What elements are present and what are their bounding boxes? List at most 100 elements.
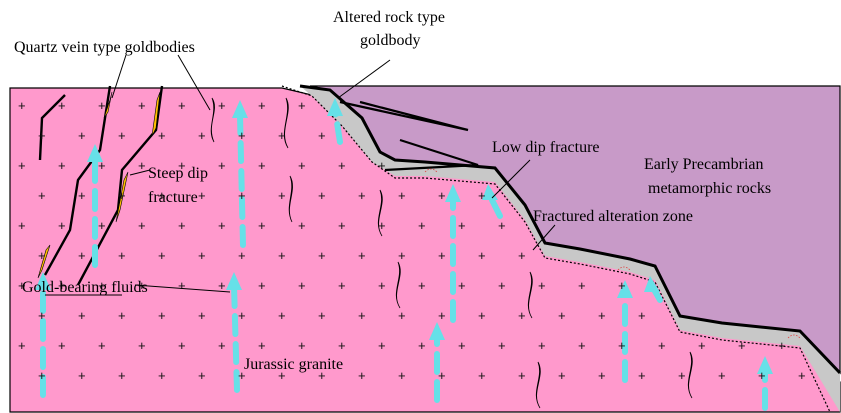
granite-plus-mark: + (278, 188, 286, 203)
granite-plus-mark: + (318, 308, 326, 323)
granite-plus-mark: + (578, 278, 586, 293)
granite-plus-mark: + (518, 248, 526, 263)
label-steep-dip-2: fracture (148, 189, 198, 206)
granite-plus-mark: + (618, 338, 626, 353)
granite-plus-mark: + (198, 128, 206, 143)
granite-plus-mark: + (138, 98, 146, 113)
granite-plus-mark: + (118, 128, 126, 143)
granite-plus-mark: + (58, 98, 66, 113)
granite-plus-mark: + (78, 368, 86, 383)
granite-plus-mark: + (398, 248, 406, 263)
label-altered-rock-2: goldbody (360, 32, 420, 49)
granite-plus-mark: + (418, 278, 426, 293)
label-low-dip: Low dip fracture (492, 139, 600, 156)
label-gold-fluids: Gold-bearing fluids (22, 279, 148, 296)
granite-plus-mark: + (518, 308, 526, 323)
granite-plus-mark: + (258, 218, 266, 233)
granite-plus-mark: + (558, 368, 566, 383)
granite-plus-mark: + (458, 278, 466, 293)
granite-plus-mark: + (178, 338, 186, 353)
granite-plus-mark: + (518, 368, 526, 383)
label-precambrian-2: metamorphic rocks (648, 180, 771, 197)
granite-plus-mark: + (498, 218, 506, 233)
granite-plus-mark: + (338, 338, 346, 353)
granite-plus-mark: + (338, 158, 346, 173)
granite-plus-mark: + (38, 188, 46, 203)
granite-plus-mark: + (678, 368, 686, 383)
granite-plus-mark: + (558, 308, 566, 323)
granite-plus-mark: + (78, 248, 86, 263)
granite-plus-mark: + (258, 98, 266, 113)
granite-plus-mark: + (218, 338, 226, 353)
granite-plus-mark: + (38, 248, 46, 263)
granite-plus-mark: + (738, 338, 746, 353)
label-altered-rock-1: Altered rock type (333, 9, 445, 26)
granite-plus-mark: + (118, 188, 126, 203)
granite-plus-mark: + (78, 188, 86, 203)
granite-plus-mark: + (258, 278, 266, 293)
granite-plus-mark: + (398, 308, 406, 323)
granite-plus-mark: + (478, 248, 486, 263)
granite-plus-mark: + (458, 218, 466, 233)
granite-plus-mark: + (78, 308, 86, 323)
granite-plus-mark: + (98, 218, 106, 233)
granite-plus-mark: + (18, 98, 26, 113)
granite-plus-mark: + (278, 308, 286, 323)
granite-plus-mark: + (398, 368, 406, 383)
granite-plus-mark: + (58, 218, 66, 233)
granite-plus-mark: + (98, 98, 106, 113)
granite-plus-mark: + (378, 278, 386, 293)
granite-plus-mark: + (198, 368, 206, 383)
granite-plus-mark: + (178, 278, 186, 293)
granite-plus-mark: + (278, 128, 286, 143)
granite-plus-mark: + (18, 338, 26, 353)
granite-plus-mark: + (378, 158, 386, 173)
granite-plus-mark: + (778, 338, 786, 353)
granite-plus-mark: + (158, 248, 166, 263)
granite-plus-mark: + (318, 248, 326, 263)
granite-plus-mark: + (598, 368, 606, 383)
granite-plus-mark: + (38, 128, 46, 143)
granite-plus-mark: + (58, 158, 66, 173)
granite-plus-mark: + (358, 368, 366, 383)
granite-plus-mark: + (438, 308, 446, 323)
granite-plus-mark: + (298, 338, 306, 353)
granite-plus-mark: + (238, 128, 246, 143)
granite-plus-mark: + (538, 278, 546, 293)
granite-plus-mark: + (498, 338, 506, 353)
granite-plus-mark: + (118, 368, 126, 383)
granite-plus-mark: + (418, 218, 426, 233)
granite-plus-mark: + (298, 278, 306, 293)
granite-plus-mark: + (198, 188, 206, 203)
granite-plus-mark: + (538, 338, 546, 353)
granite-plus-mark: + (38, 368, 46, 383)
granite-plus-mark: + (198, 308, 206, 323)
granite-plus-mark: + (478, 368, 486, 383)
granite-plus-mark: + (158, 128, 166, 143)
granite-plus-mark: + (238, 188, 246, 203)
granite-plus-mark: + (618, 278, 626, 293)
granite-plus-mark: + (638, 308, 646, 323)
granite-plus-mark: + (118, 308, 126, 323)
granite-plus-mark: + (138, 338, 146, 353)
granite-plus-mark: + (718, 368, 726, 383)
granite-plus-mark: + (798, 368, 806, 383)
granite-plus-mark: + (298, 218, 306, 233)
granite-plus-mark: + (178, 98, 186, 113)
granite-plus-mark: + (118, 248, 126, 263)
granite-plus-mark: + (658, 338, 666, 353)
granite-plus-mark: + (138, 218, 146, 233)
granite-plus-mark: + (218, 218, 226, 233)
granite-plus-mark: + (438, 188, 446, 203)
granite-plus-mark: + (398, 188, 406, 203)
granite-plus-mark: + (98, 158, 106, 173)
granite-plus-mark: + (258, 158, 266, 173)
granite-plus-mark: + (438, 248, 446, 263)
label-precambrian-1: Early Precambrian (644, 156, 764, 173)
label-jurassic-granite: Jurassic granite (244, 356, 343, 373)
granite-plus-mark: + (498, 278, 506, 293)
granite-plus-mark: + (258, 338, 266, 353)
granite-plus-mark: + (698, 338, 706, 353)
granite-plus-mark: + (638, 368, 646, 383)
